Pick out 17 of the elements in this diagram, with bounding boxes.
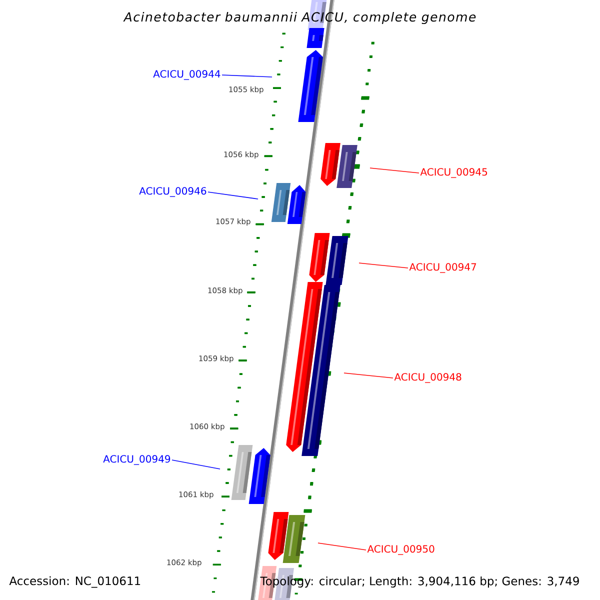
leader-line [172, 460, 220, 470]
leader-line [208, 192, 258, 200]
gene-label: ACICU_00949 [103, 455, 170, 465]
gene-label: ACICU_00945 [420, 168, 488, 178]
leader-line [222, 74, 272, 78]
genome-info-text: Topology: circular; Length: 3,904,116 bp; Genes: 3,749 [260, 576, 579, 588]
leader-line [318, 542, 366, 550]
gene-label: ACICU_00947 [409, 263, 476, 273]
gene-label: ACICU_00950 [367, 545, 434, 555]
gene-label: ACICU_00946 [139, 187, 206, 197]
leader-line [344, 372, 394, 378]
accession-text: Accession: NC_010611 [9, 576, 140, 588]
leader-line [358, 262, 408, 268]
title: Acinetobacter baumannii ACICU, complete genome [123, 12, 476, 24]
gene-label: ACICU_00944 [153, 70, 220, 80]
gene-label: ACICU_00948 [394, 373, 462, 383]
leader-line [370, 168, 420, 174]
